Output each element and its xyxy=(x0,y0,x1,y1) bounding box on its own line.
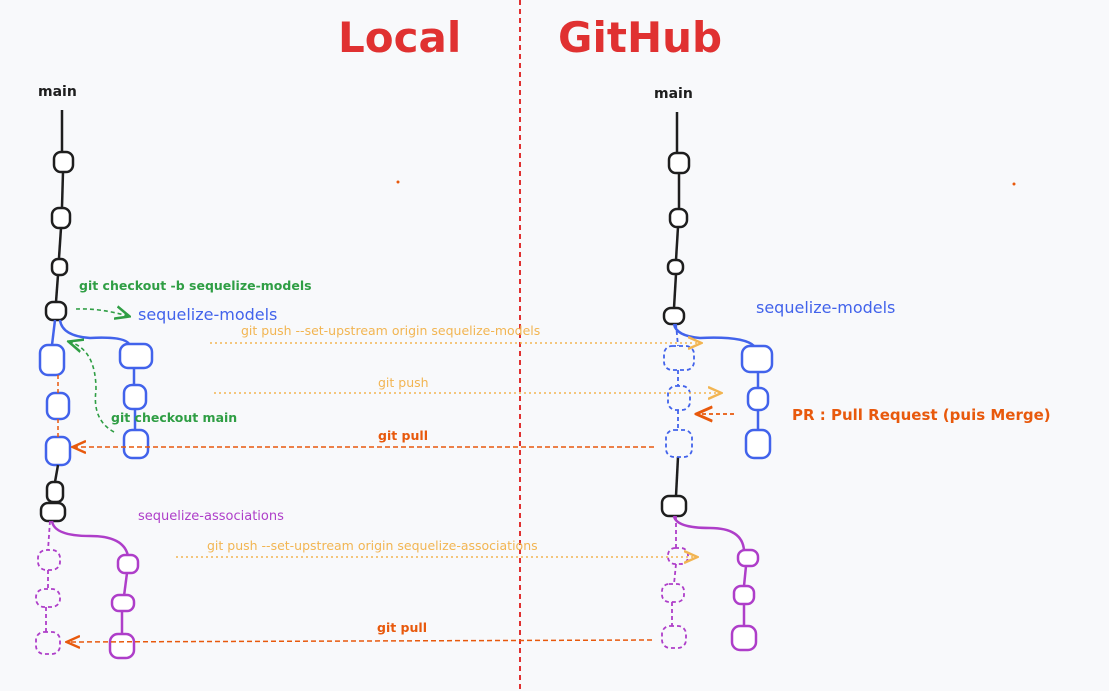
commit-node xyxy=(52,150,75,174)
dashed-commit-link xyxy=(673,563,677,585)
commit-node xyxy=(660,494,688,518)
commit-node xyxy=(45,391,71,421)
commit-node xyxy=(732,584,756,606)
commit-node xyxy=(44,300,68,322)
checkout-main-arrow xyxy=(70,342,115,433)
commit-node xyxy=(108,632,136,660)
branch-label-associations: sequelize-associations xyxy=(138,509,284,524)
cmd-push: git push xyxy=(378,375,429,390)
title-local: Local xyxy=(338,13,461,62)
commit-node xyxy=(38,343,66,377)
stray-dot xyxy=(396,180,400,184)
main-branch-github xyxy=(672,112,681,497)
commit-node xyxy=(50,257,69,277)
commit-node xyxy=(45,480,65,504)
cmd-pull-1: git pull xyxy=(378,428,428,443)
dashed-commit-node xyxy=(35,588,61,608)
title-github: GitHub xyxy=(558,13,722,62)
associations-branch-local xyxy=(50,520,130,634)
commit-node xyxy=(746,386,770,412)
commit-node xyxy=(668,207,689,229)
associations-branch-github xyxy=(672,515,748,626)
dashed-commit-node xyxy=(35,631,61,655)
commit-node xyxy=(740,344,774,374)
cmd-push-upstream-assoc: git push --set-upstream origin sequelize… xyxy=(207,538,538,553)
commit-node xyxy=(667,151,691,175)
branch-label-main-local: main xyxy=(38,84,77,100)
branch-label-models-github: sequelize-models xyxy=(756,298,895,317)
commit-node xyxy=(110,593,136,613)
cmd-checkout-b: git checkout -b sequelize-models xyxy=(79,278,312,293)
commit-node xyxy=(118,342,154,370)
cmd-pull-2: git pull xyxy=(377,620,427,635)
cmd-checkout-main: git checkout main xyxy=(111,410,237,425)
dashed-commit-node xyxy=(667,385,691,411)
dashed-commit-node xyxy=(665,429,693,458)
commit-node xyxy=(744,428,772,460)
stray-dot xyxy=(1012,182,1016,186)
commit-node xyxy=(39,501,67,523)
dashed-commit-node xyxy=(37,549,61,571)
dashed-commit-node xyxy=(667,547,689,565)
commit-node xyxy=(50,206,72,230)
commit-node xyxy=(736,548,760,568)
branch-label-models-local: sequelize-models xyxy=(138,305,277,324)
commit-node xyxy=(666,258,685,276)
dashed-commit-node xyxy=(663,345,695,371)
models-branch-local xyxy=(50,319,137,430)
cmd-push-upstream-models: git push --set-upstream origin sequelize… xyxy=(241,323,540,338)
dashed-commit-node xyxy=(661,625,687,649)
dashed-commit-node xyxy=(661,583,685,603)
pull-arrow-2 xyxy=(68,640,653,642)
commit-node xyxy=(122,428,150,460)
commit-node xyxy=(116,553,140,575)
commit-node xyxy=(730,624,758,652)
commit-node xyxy=(662,306,686,326)
commit-node xyxy=(122,383,148,411)
pr-label: PR : Pull Request (puis Merge) xyxy=(792,406,1051,424)
dashed-commit-link xyxy=(47,520,51,551)
branch-label-main-github: main xyxy=(654,86,693,102)
main-link-line xyxy=(53,464,60,483)
commit-node xyxy=(44,435,72,467)
dashed-commit-link xyxy=(675,323,679,347)
checkout-b-arrow xyxy=(75,309,128,316)
